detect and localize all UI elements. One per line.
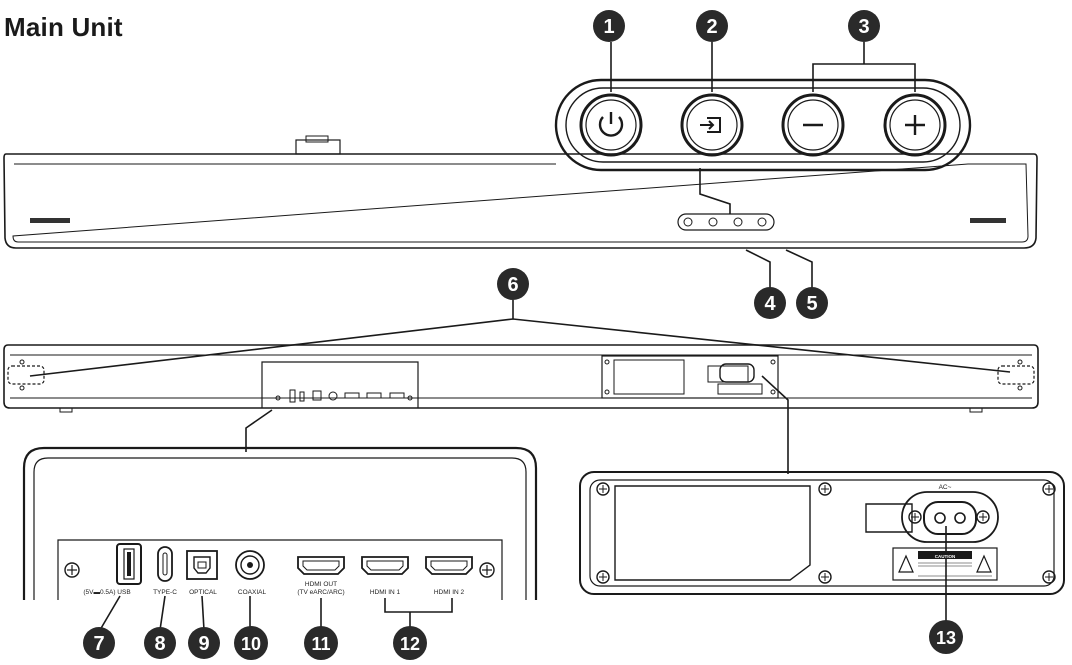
mount-hole-right	[997, 365, 1035, 385]
svg-text:4: 4	[764, 293, 776, 315]
svg-text:6: 6	[507, 274, 518, 296]
label-plate	[614, 485, 811, 581]
callout-12: 12	[393, 626, 427, 660]
mini-minus-button[interactable]	[733, 217, 743, 227]
mini-power-button[interactable]	[683, 217, 693, 227]
svg-text:1: 1	[603, 16, 614, 38]
power-recess-small	[601, 355, 779, 399]
callout-6: 6	[497, 268, 529, 300]
screw-icon	[976, 510, 990, 524]
callout-8: 8	[144, 627, 176, 659]
warning-icon	[976, 554, 992, 573]
type-c-port[interactable]	[157, 546, 173, 582]
screw-icon	[1042, 482, 1056, 496]
volume-up-button[interactable]	[883, 93, 947, 157]
leader-lines-middle	[29, 300, 1011, 474]
optical-port[interactable]	[186, 550, 218, 580]
mini-input-button[interactable]	[708, 217, 718, 227]
hdmi-in-2-port[interactable]	[425, 556, 473, 575]
callout-2: 2	[696, 10, 728, 42]
svg-text:8: 8	[154, 633, 165, 655]
brand-logo-left	[30, 218, 70, 223]
power-button[interactable]	[579, 93, 643, 157]
input-icon	[700, 117, 721, 133]
brand-logo-right	[970, 218, 1006, 223]
port-label-coaxial: COAXIAL	[238, 589, 267, 596]
hdmi-in-1-port[interactable]	[361, 556, 409, 575]
ac-power-socket[interactable]	[865, 491, 999, 543]
screw-icon	[596, 482, 610, 496]
caution-text: CAUTION	[935, 554, 956, 559]
port-label-usb: (5V▬0.5A) USB	[83, 589, 130, 596]
callout-9: 9	[188, 627, 220, 659]
svg-text:3: 3	[858, 16, 869, 38]
button-panel-zoom	[554, 78, 972, 172]
input-button[interactable]	[680, 93, 744, 157]
port-label-typec: TYPE-C	[153, 589, 177, 596]
screw-icon	[479, 562, 495, 578]
coaxial-port[interactable]	[235, 550, 265, 580]
soundbar-front	[3, 135, 1038, 249]
soundbar-back	[3, 344, 1039, 413]
svg-text:13: 13	[936, 628, 956, 648]
port-panel-zoom	[22, 446, 538, 600]
callout-4: 4	[754, 287, 786, 319]
screw-icon	[1042, 570, 1056, 584]
port-label-hdmi-out: HDMI OUT	[305, 581, 337, 588]
callout-13: 13	[929, 620, 963, 654]
port-recess-small	[261, 361, 419, 408]
svg-text:10: 10	[241, 634, 261, 654]
screw-icon	[818, 570, 832, 584]
port-label-optical: OPTICAL	[189, 589, 217, 596]
callout-11: 11	[304, 626, 338, 660]
callout-7: 7	[83, 627, 115, 659]
svg-text:9: 9	[198, 633, 209, 655]
callout-5: 5	[796, 287, 828, 319]
caution-label	[892, 547, 998, 581]
callout-3: 3	[848, 10, 880, 42]
port-label-hdmi-in2: HDMI IN 2	[434, 589, 465, 596]
front-button-strip	[677, 213, 775, 231]
screw-icon	[818, 482, 832, 496]
screw-icon	[596, 570, 610, 584]
svg-text:11: 11	[311, 634, 330, 654]
warning-icon	[898, 554, 914, 573]
volume-down-button[interactable]	[781, 93, 845, 157]
page-title: Main Unit	[4, 12, 123, 42]
port-label-hdmi-out-sub: (TV eARC/ARC)	[297, 589, 344, 596]
mini-plus-button[interactable]	[757, 217, 767, 227]
power-icon	[598, 112, 624, 137]
screw-icon	[908, 510, 922, 524]
power-panel-zoom	[579, 471, 1065, 595]
svg-text:12: 12	[400, 634, 420, 654]
port-label-hdmi-in1: HDMI IN 1	[370, 589, 401, 596]
callout-10: 10	[234, 626, 268, 660]
plus-icon	[905, 115, 925, 135]
screw-icon	[64, 562, 80, 578]
callout-1: 1	[593, 10, 625, 42]
svg-text:2: 2	[706, 16, 717, 38]
svg-text:5: 5	[806, 293, 817, 315]
hdmi-out-port[interactable]	[297, 556, 345, 575]
usb-port[interactable]	[116, 543, 142, 585]
leader-lines-top	[610, 42, 916, 288]
svg-text:7: 7	[93, 633, 104, 655]
ac-label: AC~	[939, 484, 952, 491]
